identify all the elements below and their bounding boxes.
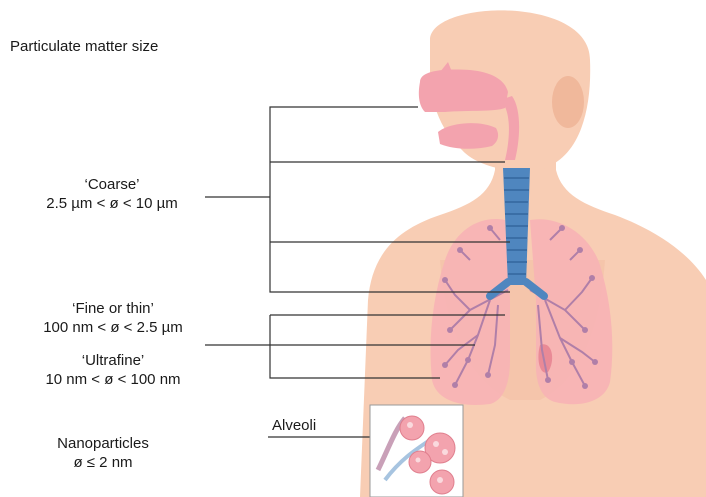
alveoli-inset <box>370 405 463 497</box>
label-ultrafine: ‘Ultrafine’ 10 nm < ø < 100 nm <box>18 351 208 389</box>
fine-range: 100 nm < ø < 2.5 µm <box>18 318 208 337</box>
label-fine: ‘Fine or thin’ 100 nm < ø < 2.5 µm <box>18 299 208 337</box>
alveoli-label: Alveoli <box>272 416 316 435</box>
label-nanoparticles: Nanoparticles ø ≤ 2 nm <box>28 434 178 472</box>
coarse-range: 2.5 µm < ø < 10 µm <box>22 194 202 213</box>
coarse-name: ‘Coarse’ <box>22 175 202 194</box>
nanoparticles-name: Nanoparticles <box>28 434 178 453</box>
label-coarse: ‘Coarse’ 2.5 µm < ø < 10 µm <box>22 175 202 213</box>
nanoparticles-range: ø ≤ 2 nm <box>28 453 178 472</box>
diagram-title: Particulate matter size <box>10 37 158 56</box>
ultrafine-name: ‘Ultrafine’ <box>18 351 208 370</box>
ultrafine-range: 10 nm < ø < 100 nm <box>18 370 208 389</box>
fine-name: ‘Fine or thin’ <box>18 299 208 318</box>
